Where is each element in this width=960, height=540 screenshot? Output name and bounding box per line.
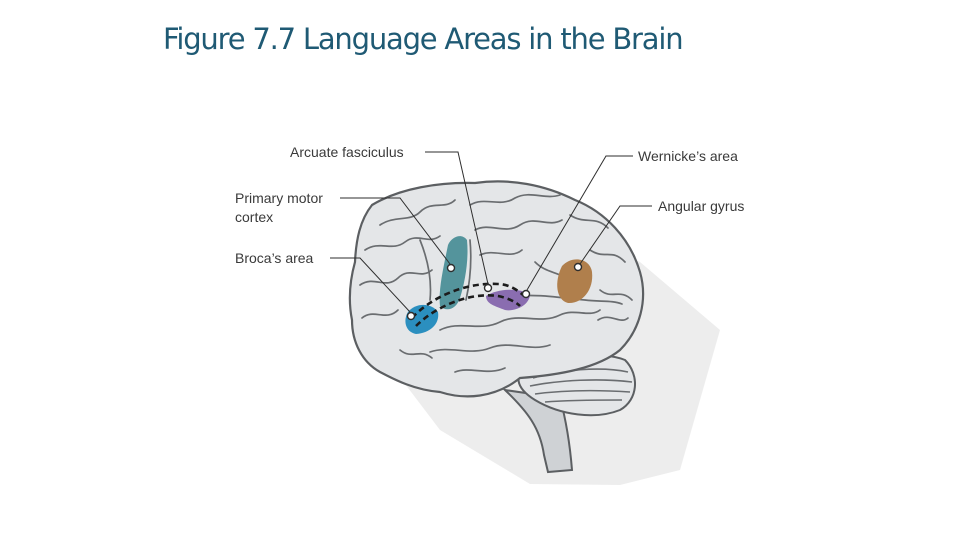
brain-folds (359, 194, 633, 373)
label-angular-gyrus: Angular gyrus (658, 198, 744, 214)
label-primary-motor-line2: cortex (235, 209, 273, 225)
label-wernickes-area: Wernicke’s area (638, 148, 738, 164)
brain-stem (502, 388, 574, 474)
label-primary-motor-line1: Primary motor (235, 190, 323, 206)
brocas-area (405, 304, 439, 334)
slide-title: Figure 7.7 Language Areas in the Brain (163, 22, 684, 56)
leader-markers (406, 262, 583, 321)
primary-motor-cortex (439, 236, 468, 310)
angular-gyrus (557, 259, 593, 304)
label-brocas-area: Broca’s area (235, 250, 314, 266)
arcuate-fasciculus-tract (411, 282, 525, 327)
cerebrum (348, 180, 645, 398)
label-arcuate-fasciculus: Arcuate fasciculus (290, 144, 404, 160)
leader-lines (330, 151, 652, 313)
